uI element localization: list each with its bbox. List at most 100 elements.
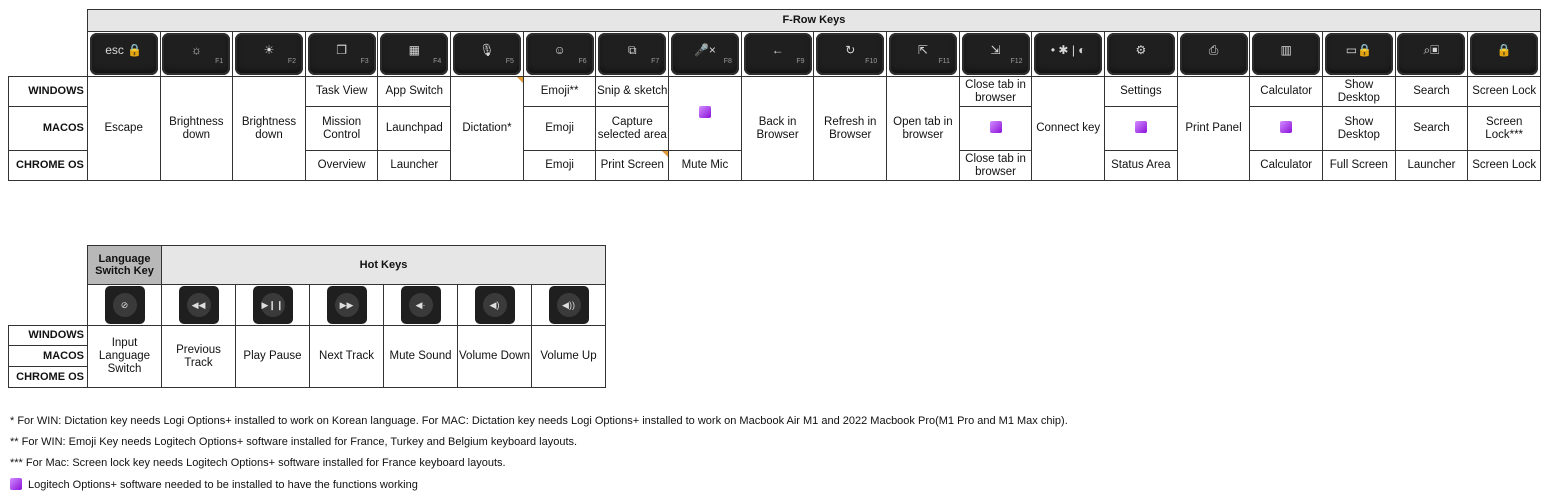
- win-snip-sketch: Snip & sketch: [595, 76, 670, 107]
- calculator-icon: ▥: [1280, 43, 1292, 57]
- win-task-view: Task View: [304, 76, 379, 107]
- f-row-key-cell: ⇲F12: [958, 31, 1033, 77]
- keycap: ☼ F1: [162, 33, 231, 75]
- win-settings: Settings: [1104, 76, 1178, 107]
- escape-cell: Escape: [86, 76, 161, 181]
- fn-label: F3: [360, 58, 369, 65]
- mac-search: Search: [1394, 106, 1469, 151]
- mac-mission-control: Mission Control: [304, 106, 379, 151]
- keycap: ▭🔒: [1324, 33, 1393, 75]
- brightness-down-cell: Brightness down: [159, 76, 234, 181]
- os-label-chrome: CHROME OS: [8, 366, 88, 388]
- chrome-screen-lock: Screen Lock: [1467, 150, 1541, 181]
- win-emoji: Emoji**: [522, 76, 597, 107]
- hot-label-5: Volume Down: [457, 325, 532, 388]
- language-switch-icon: ⊘: [112, 293, 137, 317]
- refresh-icon: ↻: [845, 43, 856, 57]
- hot-key-cell: ◀): [457, 284, 532, 326]
- win-screen-lock: Screen Lock: [1467, 76, 1541, 107]
- mac-screen-lock: Screen Lock***: [1467, 106, 1541, 151]
- f-row-key-cell: ← F9: [740, 31, 815, 77]
- purple-marker-icon: [10, 478, 22, 490]
- f-row-table: F-Row Keys esc 🔒☼F1☀F2❐F3▦F4🎙F5☺F6⧉F7🎤×F…: [8, 9, 1542, 181]
- purple-marker-icon: [698, 105, 711, 118]
- app-switch-icon: ▦: [408, 43, 420, 57]
- show-desktop-icon: ▭🔒: [1345, 43, 1372, 57]
- chrome-emoji: Emoji: [522, 150, 597, 181]
- win-app-switch: App Switch: [377, 76, 452, 107]
- mac-calculator-purple: [1249, 106, 1323, 151]
- f-row-key-cell: ☺ F6: [522, 31, 597, 77]
- f-row-key-cell: ☀F2: [232, 31, 306, 77]
- keycap: esc 🔒: [89, 33, 158, 75]
- purple-marker-icon: [989, 120, 1002, 133]
- keycap: ▶❙❙: [252, 286, 293, 324]
- language-switch-header: Language Switch Key: [87, 245, 162, 285]
- keycap: 🎙F5: [452, 33, 521, 75]
- f-row-key-cell: ▦ F4: [377, 31, 452, 77]
- keycap: ◀)): [548, 286, 589, 324]
- keycap: ⇲F12: [961, 33, 1030, 75]
- print-panel-cell: Print Panel: [1176, 76, 1251, 181]
- emoji-icon: ☺: [553, 43, 566, 57]
- task-view-icon: ❐: [336, 43, 348, 57]
- mac-settings-purple: [1104, 106, 1178, 151]
- hot-key-cell: ⊘: [87, 284, 162, 326]
- mac-capture-area: Capture selected area: [595, 106, 670, 151]
- f-row-key-cell: ⚙: [1104, 31, 1178, 77]
- dictation-cell: Dictation*: [450, 76, 524, 181]
- keycap: • ✱ | ◐: [1034, 33, 1103, 75]
- fn-label: F6: [578, 58, 587, 65]
- keycap: ▦ F4: [380, 33, 449, 75]
- f-row-key-cell: esc 🔒: [86, 31, 161, 77]
- keycap: 🎤× F8: [670, 33, 739, 75]
- fn-label: F7: [651, 58, 660, 65]
- back-arrow-icon: ←: [771, 43, 784, 57]
- os-label-macos: MACOS: [8, 106, 88, 151]
- f-row-key-cell: ⌕▣: [1394, 31, 1469, 77]
- fn-label: F8: [723, 58, 732, 65]
- mute-mic-icon: 🎤×: [693, 43, 716, 57]
- screen-lock-icon: 🔒: [1496, 43, 1512, 57]
- previous-track-icon: ◀◀: [186, 293, 211, 317]
- back-in-browser-cell: Back in Browser: [740, 76, 815, 181]
- keycap: ↻F10: [816, 33, 885, 75]
- chrome-mute-mic: Mute Mic: [668, 150, 742, 181]
- fn-label: F2: [287, 58, 296, 65]
- keycap: ⇱F11: [888, 33, 957, 75]
- hot-key-cell: ▶▶: [309, 284, 384, 326]
- f-row-key-cell: ❐ F3: [304, 31, 379, 77]
- f-row-key-cell: ⇱F11: [886, 31, 960, 77]
- fn-label: F1: [215, 58, 224, 65]
- esc-lock-icon: esc 🔒: [105, 43, 143, 57]
- chrome-close-tab: Close tab in browser: [958, 150, 1033, 181]
- footnote-purple-legend: Logitech Options+ software needed to be …: [10, 478, 418, 491]
- chrome-full-screen: Full Screen: [1322, 150, 1396, 181]
- close-tab-icon: ⇲: [990, 43, 1001, 57]
- hot-key-cell: ◀·: [383, 284, 458, 326]
- f-row-key-cell: ⎙: [1176, 31, 1251, 77]
- fn-label: F4: [433, 58, 442, 65]
- os-label-windows: WINDOWS: [8, 325, 88, 346]
- mac-show-desktop: Show Desktop: [1322, 106, 1396, 151]
- keycap: ▥: [1252, 33, 1321, 75]
- keycap: ⚙: [1106, 33, 1175, 75]
- keycap: ▶▶: [326, 286, 367, 324]
- play-pause-icon: ▶❙❙: [260, 293, 285, 317]
- volume-up-icon: ◀)): [556, 293, 581, 317]
- purple-marker-icon: [1134, 120, 1147, 133]
- keycap: ☀F2: [234, 33, 303, 75]
- hot-label-3: Next Track: [309, 325, 384, 388]
- fn-label: F9: [796, 58, 805, 65]
- f-row-key-cell: ▭🔒: [1322, 31, 1396, 77]
- chrome-print-screen: Print Screen: [595, 150, 670, 181]
- purple-legend-text: Logitech Options+ software needed to be …: [28, 479, 418, 491]
- keycap: ◀): [474, 286, 515, 324]
- chrome-status-area: Status Area: [1104, 150, 1178, 181]
- footnote-emoji: ** For WIN: Emoji Key needs Logitech Opt…: [10, 436, 578, 448]
- hot-keys-table: Language Switch Key Hot Keys ⊘◀◀▶❙❙▶▶◀·◀…: [8, 245, 606, 388]
- footnote-screen-lock: *** For Mac: Screen lock key needs Logit…: [10, 457, 506, 469]
- hot-key-cell: ▶❙❙: [235, 284, 310, 326]
- f-row-key-cell: ▥: [1249, 31, 1323, 77]
- brightness-down-icon: ☼: [190, 43, 202, 57]
